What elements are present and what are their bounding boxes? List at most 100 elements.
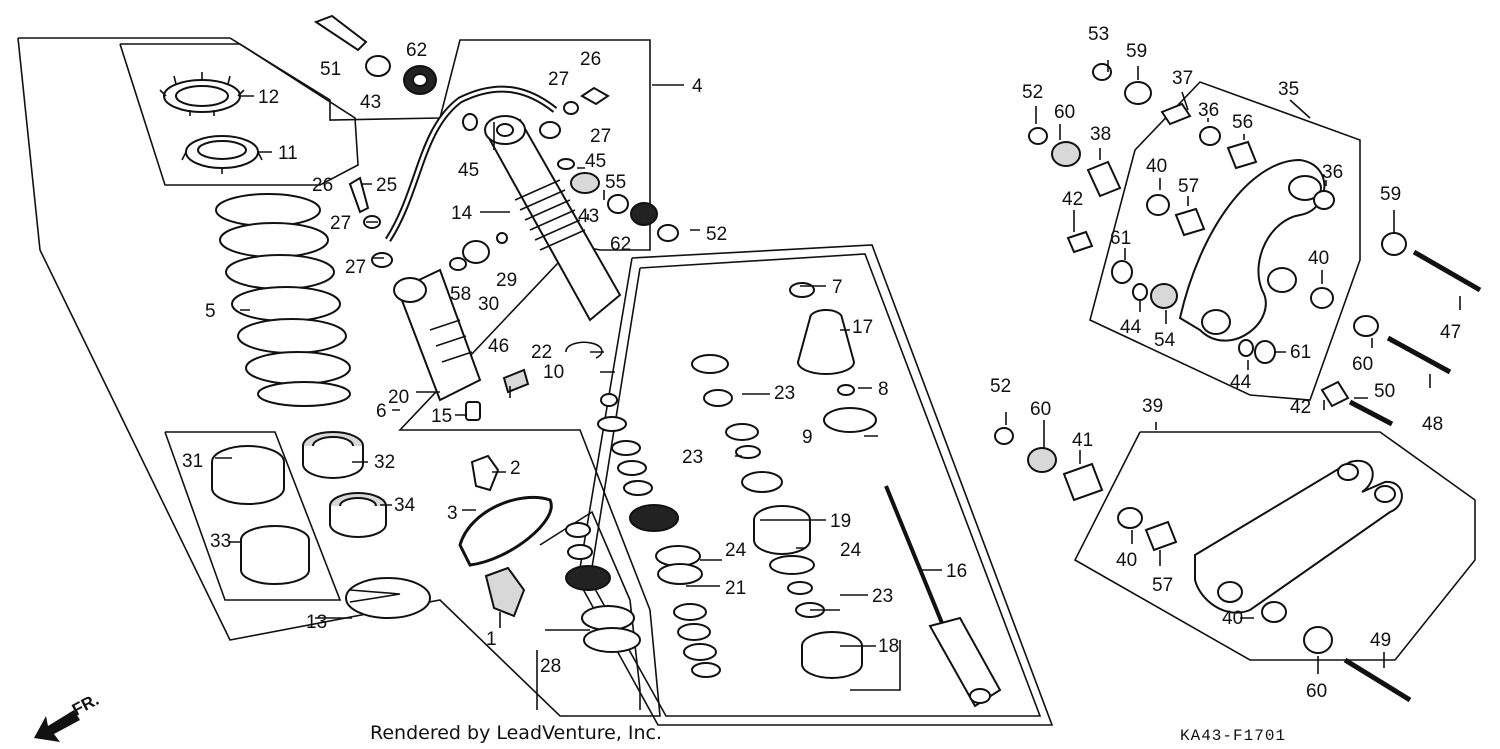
callout-13[interactable]: 13 (306, 612, 327, 633)
callout-57b[interactable]: 57 (1152, 575, 1173, 596)
callout-21[interactable]: 21 (725, 578, 746, 599)
bolt-48 (1386, 335, 1452, 375)
callout-62b[interactable]: 62 (610, 234, 631, 255)
callout-60a[interactable]: 60 (1054, 102, 1075, 123)
callout-4[interactable]: 4 (692, 76, 703, 97)
callout-58[interactable]: 58 (450, 284, 471, 305)
callout-26a[interactable]: 26 (580, 49, 601, 70)
callout-11[interactable]: 11 (278, 143, 298, 164)
bushing-40b (1310, 287, 1334, 309)
callout-35[interactable]: 35 (1278, 79, 1299, 100)
callout-60c[interactable]: 60 (1030, 399, 1051, 420)
washer-27a (563, 101, 579, 115)
callout-2[interactable]: 2 (510, 458, 521, 479)
bearing-54 (1150, 283, 1178, 309)
callout-47[interactable]: 47 (1440, 322, 1461, 343)
callout-15[interactable]: 15 (431, 406, 452, 427)
callout-59b[interactable]: 59 (1380, 184, 1401, 205)
callout-43a[interactable]: 43 (360, 92, 381, 113)
callout-39[interactable]: 39 (1142, 396, 1163, 417)
callout-61a[interactable]: 61 (1110, 228, 1131, 249)
callout-40c[interactable]: 40 (1116, 550, 1137, 571)
callout-23a[interactable]: 23 (774, 383, 795, 404)
callout-9[interactable]: 9 (802, 427, 813, 448)
callout-36b[interactable]: 36 (1322, 162, 1343, 183)
callout-36a[interactable]: 36 (1198, 100, 1219, 121)
callout-54[interactable]: 54 (1154, 330, 1176, 351)
callout-59a[interactable]: 59 (1126, 41, 1147, 62)
callout-55[interactable]: 55 (605, 172, 626, 193)
callout-49[interactable]: 49 (1370, 630, 1391, 651)
callout-12[interactable]: 12 (258, 87, 279, 108)
callout-27d[interactable]: 27 (345, 257, 366, 278)
callout-40a[interactable]: 40 (1146, 156, 1167, 177)
callout-52b[interactable]: 52 (1022, 82, 1043, 103)
callout-28[interactable]: 28 (540, 656, 561, 677)
callout-10[interactable]: 10 (543, 362, 564, 383)
callout-41[interactable]: 41 (1072, 430, 1093, 451)
washer-59a (1124, 81, 1152, 105)
callout-62a[interactable]: 62 (406, 40, 427, 61)
callout-1[interactable]: 1 (486, 629, 497, 650)
bolt-51 (313, 14, 368, 52)
callout-23b[interactable]: 23 (682, 447, 703, 468)
callout-27c[interactable]: 27 (330, 213, 351, 234)
callout-27a[interactable]: 27 (548, 69, 569, 90)
callout-43b[interactable]: 43 (578, 206, 599, 227)
callout-16[interactable]: 16 (946, 561, 967, 582)
callout-labels: 1 2 3 4 5 6 7 8 9 10 11 12 13 14 15 16 1… (182, 24, 1461, 702)
callout-25[interactable]: 25 (376, 175, 397, 196)
callout-5[interactable]: 5 (205, 301, 216, 322)
callout-26b[interactable]: 26 (312, 175, 333, 196)
clip-45b (557, 158, 575, 170)
callout-33[interactable]: 33 (210, 531, 231, 552)
callout-6[interactable]: 6 (376, 401, 387, 422)
callout-22[interactable]: 22 (531, 342, 552, 363)
callout-44a[interactable]: 44 (1120, 317, 1142, 338)
callout-18[interactable]: 18 (878, 636, 899, 657)
callout-37[interactable]: 37 (1172, 68, 1193, 89)
callout-32[interactable]: 32 (374, 452, 395, 473)
callout-57a[interactable]: 57 (1178, 176, 1199, 197)
callout-53[interactable]: 53 (1088, 24, 1109, 45)
callout-42b[interactable]: 42 (1290, 397, 1311, 418)
callout-17[interactable]: 17 (852, 317, 873, 338)
nut-30 (462, 240, 490, 264)
callout-48[interactable]: 48 (1422, 414, 1443, 435)
callout-52c[interactable]: 52 (990, 376, 1011, 397)
callout-52a[interactable]: 52 (706, 224, 727, 245)
callout-3[interactable]: 3 (447, 503, 458, 524)
callout-29[interactable]: 29 (496, 270, 517, 291)
callout-61b[interactable]: 61 (1290, 342, 1311, 363)
callout-60d[interactable]: 60 (1306, 681, 1327, 702)
callout-24b[interactable]: 24 (840, 540, 862, 561)
callout-40b[interactable]: 40 (1308, 248, 1329, 269)
callout-40d[interactable]: 40 (1222, 608, 1243, 629)
clip-44b (1238, 339, 1254, 357)
callout-45a[interactable]: 45 (458, 160, 479, 181)
callout-51[interactable]: 51 (320, 59, 341, 80)
link-39 (1194, 459, 1403, 614)
callout-42a[interactable]: 42 (1062, 189, 1083, 210)
callout-7[interactable]: 7 (832, 277, 843, 298)
callout-20[interactable]: 20 (388, 387, 409, 408)
ring-58 (449, 257, 467, 271)
callout-24a[interactable]: 24 (725, 540, 747, 561)
callout-34[interactable]: 34 (394, 495, 416, 516)
callout-8[interactable]: 8 (878, 379, 889, 400)
callout-23c[interactable]: 23 (872, 586, 893, 607)
callout-56[interactable]: 56 (1232, 112, 1253, 133)
callout-38[interactable]: 38 (1090, 124, 1111, 145)
callout-46[interactable]: 46 (488, 336, 509, 357)
callout-60b[interactable]: 60 (1352, 354, 1373, 375)
callout-50[interactable]: 50 (1374, 381, 1395, 402)
callout-19[interactable]: 19 (830, 511, 851, 532)
diagram-code: KA43-F1701 (1180, 727, 1286, 745)
callout-45b[interactable]: 45 (585, 151, 606, 172)
callout-14[interactable]: 14 (451, 203, 473, 224)
callout-30[interactable]: 30 (478, 294, 499, 315)
callout-31[interactable]: 31 (182, 451, 203, 472)
callout-44b[interactable]: 44 (1230, 372, 1252, 393)
callout-27b[interactable]: 27 (590, 126, 611, 147)
nut-52b (1028, 127, 1048, 145)
